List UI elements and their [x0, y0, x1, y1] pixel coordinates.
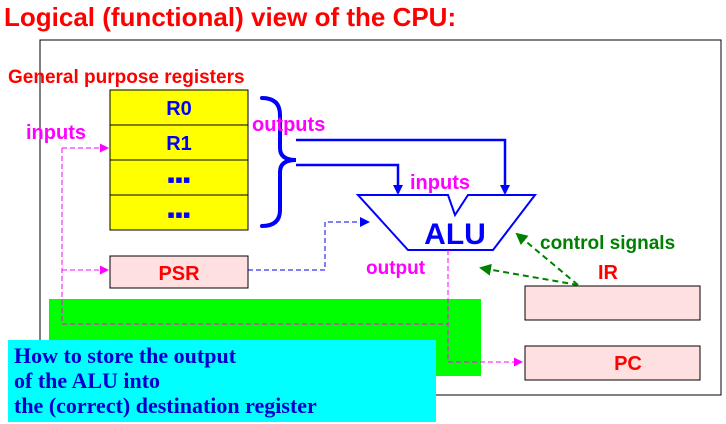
ir-label: IR — [598, 262, 619, 284]
outputs-label: outputs — [252, 114, 325, 136]
input-bus — [61, 148, 448, 325]
alu-output-label: output — [366, 258, 426, 279]
alu-inputs-label: inputs — [410, 172, 470, 194]
register-label: R0 — [166, 98, 192, 120]
output-wire-left — [296, 163, 403, 195]
control-signal-arrow-1 — [515, 232, 579, 286]
register-label: ▪▪▪ — [167, 167, 190, 192]
ir-box — [524, 285, 701, 321]
register-label: R1 — [166, 133, 192, 155]
register-ellipsis-2 — [109, 194, 249, 231]
outputs-brace — [260, 96, 297, 228]
note-line: the (correct) destination register — [14, 393, 317, 418]
psr-to-alu-wire — [248, 217, 370, 271]
output-wire-right — [296, 138, 510, 195]
register-ellipsis-1 — [109, 159, 249, 196]
register-label: ▪▪▪ — [167, 202, 190, 227]
note-box — [8, 340, 436, 422]
note-line: How to store the output — [14, 343, 237, 368]
diagram-title: Logical (functional) view of the CPU: — [4, 2, 456, 32]
psr-label: PSR — [158, 263, 200, 285]
register-file: R0 R1 ▪▪▪ ▪▪▪ — [109, 89, 249, 231]
note-line: of the ALU into — [14, 368, 160, 393]
inputs-label: inputs — [26, 122, 86, 144]
alu-shape — [355, 194, 538, 251]
psr-box — [109, 255, 249, 289]
registers-heading: General purpose registers — [8, 67, 245, 88]
alu-output-wire — [447, 250, 523, 367]
control-signals-label: control signals — [540, 233, 675, 254]
register-r0 — [109, 89, 249, 126]
pc-label: PC — [614, 353, 642, 375]
register-r1 — [109, 124, 249, 161]
alu-label: ALU — [424, 218, 486, 251]
pc-box — [524, 345, 701, 381]
control-signal-arrow-2 — [479, 263, 579, 286]
